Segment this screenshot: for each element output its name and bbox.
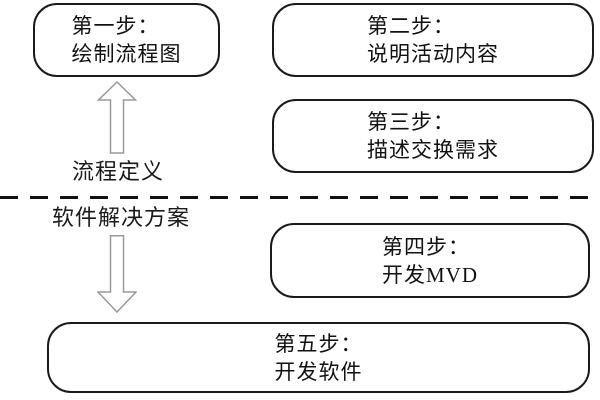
step5-text: 第五步： 开发软件 bbox=[275, 330, 363, 386]
step4-line2: 开发MVD bbox=[381, 262, 478, 287]
step5-box: 第五步： 开发软件 bbox=[47, 322, 590, 393]
step2-line2: 说明活动内容 bbox=[367, 42, 499, 66]
step1-box: 第一步： 绘制流程图 bbox=[33, 3, 220, 77]
step4-line1: 第四步： bbox=[381, 234, 470, 259]
lower-zone-label: 软件解决方案 bbox=[52, 205, 191, 230]
step1-line2: 绘制流程图 bbox=[71, 42, 182, 66]
up-arrow-icon bbox=[97, 81, 137, 154]
step3-line1: 第三步： bbox=[367, 110, 455, 134]
step3-text: 第三步： 描述交换需求 bbox=[367, 108, 499, 164]
step5-line1: 第五步： bbox=[274, 331, 363, 356]
step1-line1: 第一步： bbox=[71, 14, 160, 38]
step4-box: 第四步： 开发MVD bbox=[270, 223, 590, 298]
step2-line1: 第二步： bbox=[367, 14, 455, 38]
step3-line2: 描述交换需求 bbox=[367, 138, 499, 162]
step4-text: 第四步： 开发MVD bbox=[382, 233, 478, 289]
down-arrow-icon bbox=[97, 235, 137, 313]
step3-box: 第三步： 描述交换需求 bbox=[272, 99, 594, 173]
step2-text: 第二步： 说明活动内容 bbox=[367, 12, 499, 68]
upper-zone-label: 流程定义 bbox=[72, 159, 165, 184]
step1-text: 第一步： 绘制流程图 bbox=[72, 12, 182, 68]
step5-line2: 开发软件 bbox=[274, 359, 363, 384]
step2-box: 第二步： 说明活动内容 bbox=[272, 3, 594, 77]
zone-divider-dashed-line bbox=[0, 196, 600, 199]
